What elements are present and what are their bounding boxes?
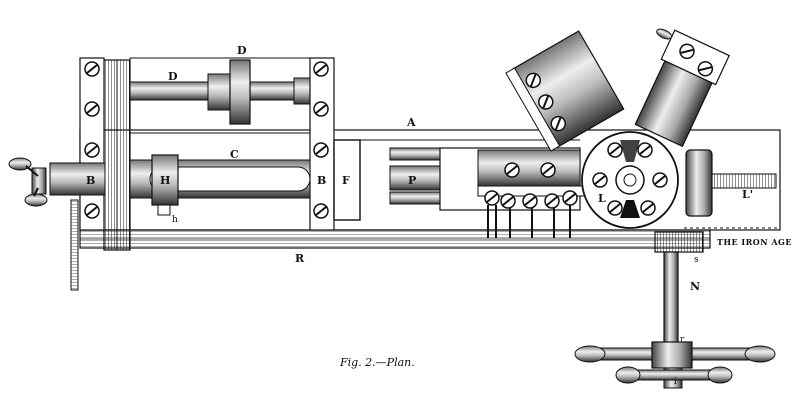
gear-wheel xyxy=(103,59,131,251)
label-R: R xyxy=(295,252,305,265)
label-H: H xyxy=(160,174,170,187)
screw-icon xyxy=(637,142,653,158)
label-P: P xyxy=(408,174,416,187)
label-r: r xyxy=(680,335,685,345)
screw-icon xyxy=(84,203,100,219)
figure-caption: Fig. 2.—Plan. xyxy=(339,356,415,369)
spindle-L-prime xyxy=(684,149,780,229)
wing-nut-handle xyxy=(8,157,48,207)
label-C: C xyxy=(230,148,239,161)
label-N: N xyxy=(690,280,700,293)
screw-icon xyxy=(313,203,329,219)
label-F: F xyxy=(342,174,350,187)
label-L-prime: L' xyxy=(742,188,753,201)
label-D-shaft: D xyxy=(168,70,178,83)
screw-icon xyxy=(522,193,538,209)
label-D-top: D xyxy=(237,44,247,57)
screw-icon xyxy=(592,172,608,188)
screw-icon xyxy=(313,101,329,117)
label-h: h xyxy=(172,215,178,225)
angled-tool-holder-left xyxy=(505,30,625,152)
side-rack xyxy=(70,199,79,291)
pinion-gear-s xyxy=(654,231,704,253)
screw-icon xyxy=(640,200,656,216)
column-N xyxy=(663,251,679,348)
screw-icon xyxy=(84,61,100,77)
screw-icon xyxy=(313,142,329,158)
screw-icon xyxy=(544,193,560,209)
screw-icon xyxy=(84,142,100,158)
screw-icon xyxy=(562,190,578,206)
label-B-left: B xyxy=(86,174,95,187)
screw-icon xyxy=(313,61,329,77)
plate-F xyxy=(333,139,361,221)
label-i: i xyxy=(674,377,677,387)
right-headstock xyxy=(309,57,335,231)
screw-icon xyxy=(484,190,500,206)
label-L: L xyxy=(598,192,606,205)
screw-icon xyxy=(607,200,623,216)
label-s: s xyxy=(694,255,699,265)
screw-icon xyxy=(607,142,623,158)
rail-R xyxy=(79,229,711,249)
screw-icon xyxy=(500,193,516,209)
publisher-credit: THE IRON AGE xyxy=(717,237,792,247)
screw-icon xyxy=(84,101,100,117)
label-A: A xyxy=(406,116,416,129)
crank-handle xyxy=(574,341,776,389)
turret-head-L xyxy=(581,131,679,229)
screw-icon xyxy=(652,172,668,188)
angled-tool-holder-right xyxy=(634,28,730,148)
tool-block xyxy=(477,149,589,238)
screw-icon xyxy=(540,162,556,178)
lower-shaft-C xyxy=(49,154,311,216)
upper-shaft-D xyxy=(129,59,311,125)
screw-icon xyxy=(504,162,520,178)
label-B-mid: B xyxy=(317,174,326,187)
